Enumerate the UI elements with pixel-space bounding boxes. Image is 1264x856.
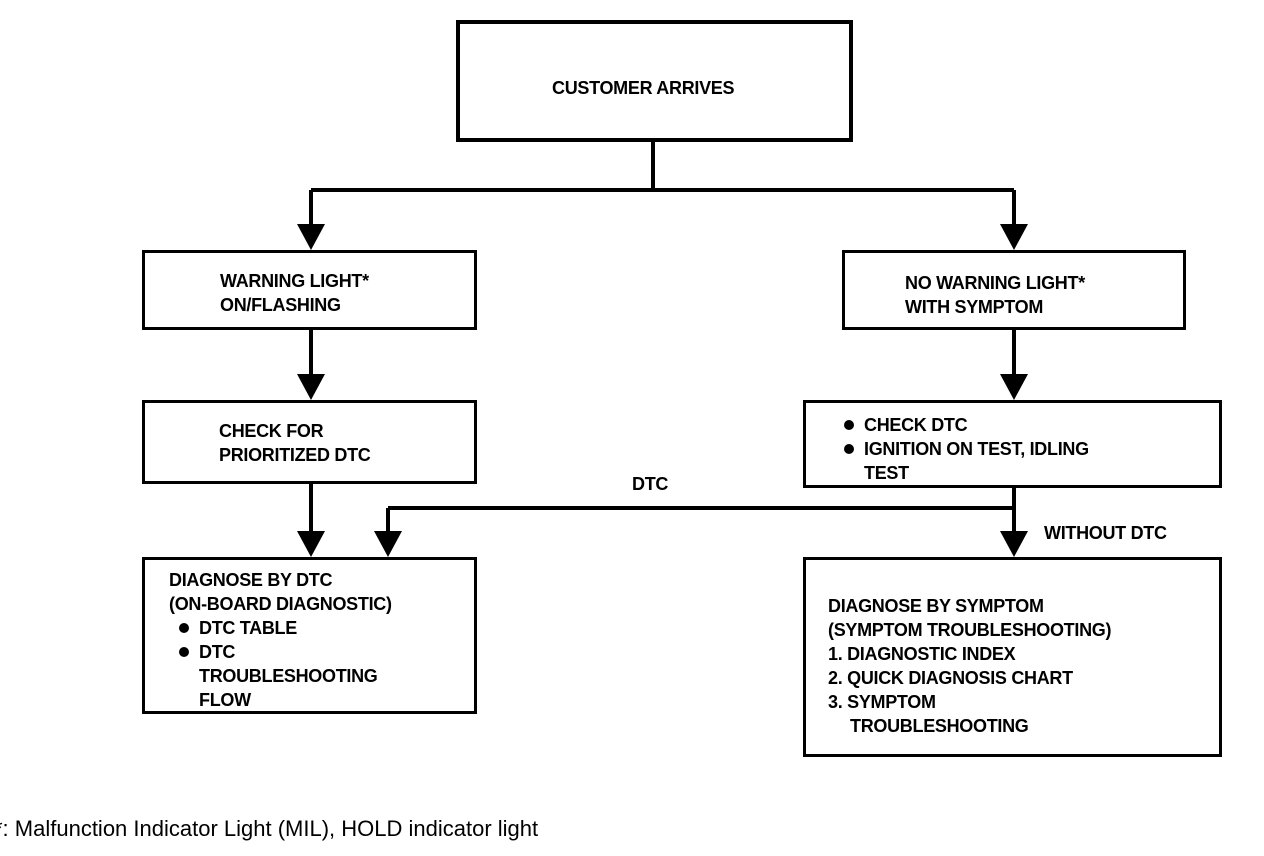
arrowhead-check-prioritized (297, 374, 325, 400)
check-prioritized-line-1: CHECK FOR (219, 421, 324, 441)
diagnose-by-dtc-box: DIAGNOSE BY DTC (ON-BOARD DIAGNOSTIC) DT… (142, 557, 477, 714)
diagnose-symptom-line-1: DIAGNOSE BY SYMPTOM (828, 596, 1044, 616)
diagnose-by-symptom-box: DIAGNOSE BY SYMPTOM (SYMPTOM TROUBLESHOO… (803, 557, 1222, 757)
diagnose-dtc-bullet-1: DTC TABLE (199, 618, 297, 638)
bullet-icon (179, 623, 189, 633)
diagnose-dtc-continuation-1: TROUBLESHOOTING (199, 666, 378, 686)
no-warning-light-line-1: NO WARNING LIGHT* (905, 273, 1085, 293)
check-dtc-bullet-2: IGNITION ON TEST, IDLING (864, 439, 1089, 459)
arrowhead-dtc-branch (374, 531, 402, 557)
arrowhead-diagnose-symptom (1000, 531, 1028, 557)
warning-light-box: WARNING LIGHT* ON/FLASHING (142, 250, 477, 330)
check-dtc-box: CHECK DTC IGNITION ON TEST, IDLING TEST (803, 400, 1222, 488)
bullet-icon (844, 420, 854, 430)
diagnose-dtc-line-1: DIAGNOSE BY DTC (169, 570, 333, 590)
diagnose-dtc-line-2: (ON-BOARD DIAGNOSTIC) (169, 594, 392, 614)
no-warning-light-line-2: WITH SYMPTOM (905, 297, 1044, 317)
diagnose-symptom-line-4: 2. QUICK DIAGNOSIS CHART (828, 668, 1073, 688)
bullet-icon (844, 444, 854, 454)
footnote: *: Malfunction Indicator Light (MIL), HO… (0, 816, 539, 841)
warning-light-line-2: ON/FLASHING (220, 295, 341, 315)
no-warning-light-box: NO WARNING LIGHT* WITH SYMPTOM (842, 250, 1186, 330)
warning-light-line-1: WARNING LIGHT* (220, 271, 369, 291)
check-dtc-continuation: TEST (864, 463, 909, 483)
check-prioritized-dtc-box: CHECK FOR PRIORITIZED DTC (142, 400, 477, 484)
diagnose-dtc-continuation-2: FLOW (199, 690, 251, 710)
diagnose-symptom-continuation: TROUBLESHOOTING (850, 716, 1029, 736)
edge-label-without-dtc: WITHOUT DTC (1044, 523, 1167, 543)
customer-arrives-box: CUSTOMER ARRIVES (456, 20, 853, 142)
arrowhead-check-dtc (1000, 374, 1028, 400)
check-dtc-bullet-1: CHECK DTC (864, 415, 968, 435)
customer-arrives-label: CUSTOMER ARRIVES (552, 78, 735, 98)
edge-label-dtc: DTC (632, 474, 669, 494)
arrowhead-diagnose-dtc (297, 531, 325, 557)
diagnose-symptom-line-5: 3. SYMPTOM (828, 692, 936, 712)
diagnose-symptom-line-3: 1. DIAGNOSTIC INDEX (828, 644, 1016, 664)
arrowhead-no-warning (1000, 224, 1028, 250)
diagnose-symptom-line-2: (SYMPTOM TROUBLESHOOTING) (828, 620, 1112, 640)
diagnose-dtc-bullet-2: DTC (199, 642, 236, 662)
arrowhead-warning (297, 224, 325, 250)
check-prioritized-line-2: PRIORITIZED DTC (219, 445, 371, 465)
bullet-icon (179, 647, 189, 657)
